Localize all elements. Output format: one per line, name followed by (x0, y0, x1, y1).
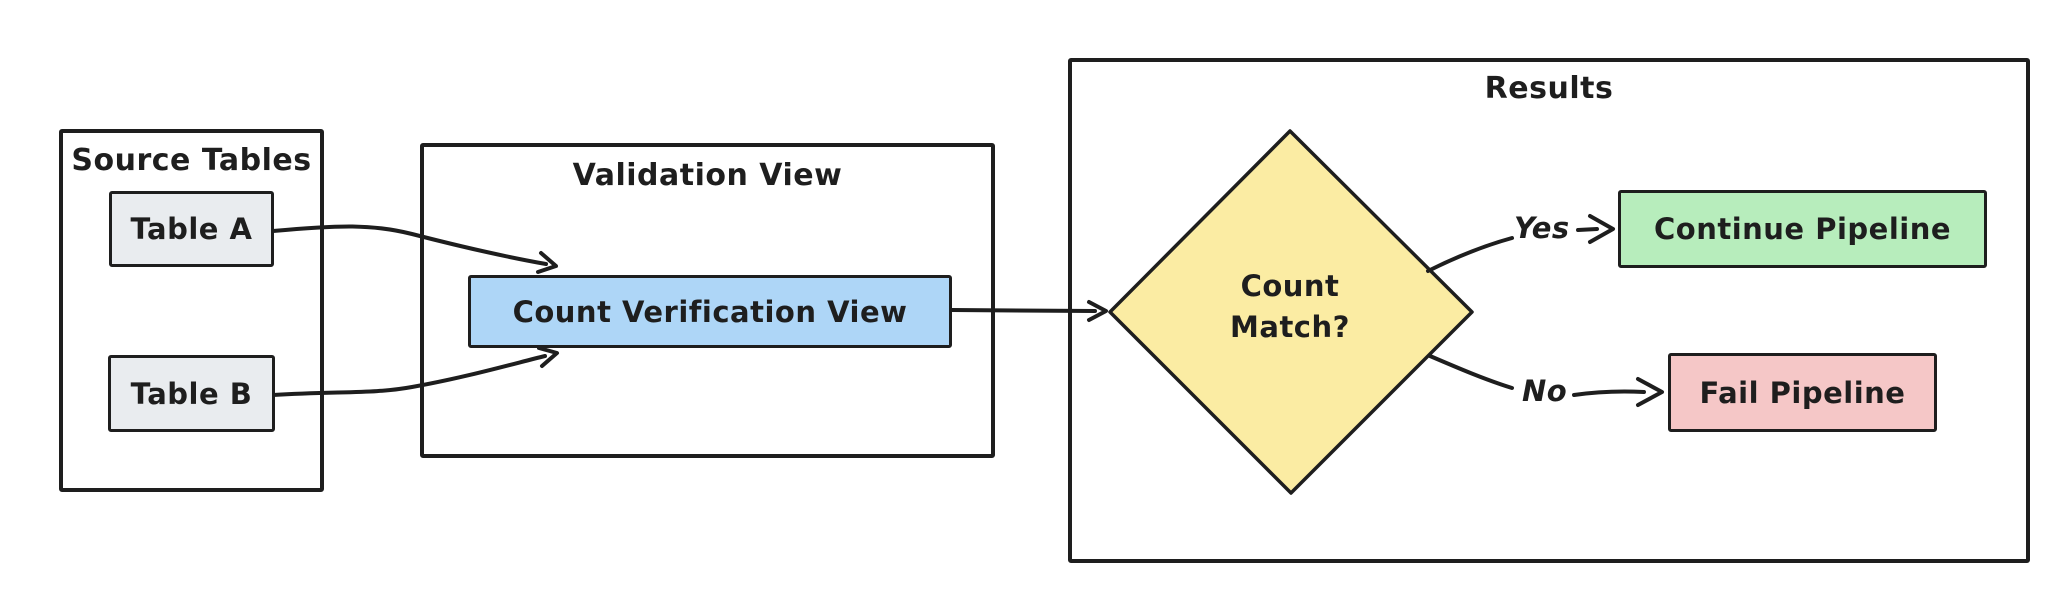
group-results: Results (1068, 58, 2030, 563)
node-fail-pipeline: Fail Pipeline (1668, 353, 1937, 432)
node-count-match-label: Count Match? (1230, 269, 1350, 344)
edge-label-no: No (1522, 374, 1568, 408)
group-title-source-tables: Source Tables (71, 143, 312, 178)
node-table-a: Table A (109, 191, 274, 267)
group-title-results: Results (1484, 71, 1614, 106)
group-title-validation-view: Validation View (572, 158, 843, 193)
node-count-verification-view: Count Verification View (468, 275, 952, 348)
node-table-a-label: Table A (130, 212, 253, 246)
node-continue-pipeline: Continue Pipeline (1618, 190, 1987, 268)
edge-label-yes: Yes (1514, 211, 1570, 245)
group-source-tables: Source Tables (59, 129, 324, 492)
node-count-verification-view-label: Count Verification View (512, 294, 908, 329)
node-table-b-label: Table B (130, 376, 253, 411)
group-validation-view: Validation View (420, 143, 995, 458)
node-table-b: Table B (108, 355, 275, 432)
node-fail-pipeline-label: Fail Pipeline (1699, 375, 1906, 410)
node-continue-pipeline-label: Continue Pipeline (1653, 212, 1952, 246)
